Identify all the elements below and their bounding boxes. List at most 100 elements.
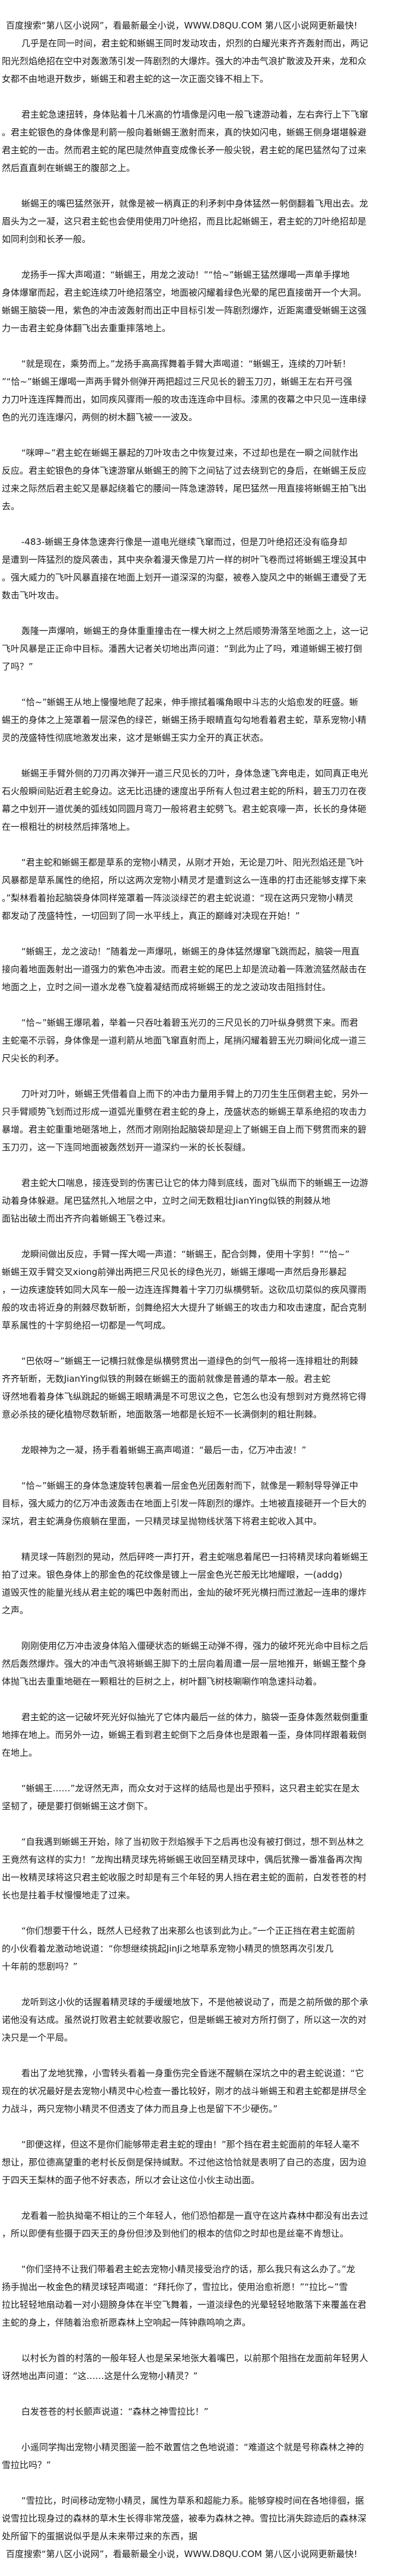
paragraph-line: 女都不由地退开数步，蜥蜴王和君主蛇的这一次正面交锋不相上下。 [2, 74, 269, 84]
paragraph-gap [0, 2047, 415, 2064]
paragraph-gap [0, 2189, 415, 2207]
paragraph-line: 草系属性的十字剪绝招一切都是一气呵成。 [2, 1320, 171, 1331]
paragraph-line: 小遥同学掏出宠物小精灵图鉴一脸不敢置信之色地说道：“难道这个就是号称森林之神的 [21, 2442, 364, 2453]
paragraph-gap [0, 996, 415, 1014]
paragraph-line: 君主蛇大口喘息，接连受到的伤害已让它的体力降到底线，面对飞纵而下的蜥蜴王一边游 [21, 1178, 369, 1188]
paragraph: “巴依呀~”蜥蜴王一记横扫就像是纵横劈贯出一道绿色的剑气一般将一连排粗壮的荆棘齐… [0, 1352, 415, 1423]
paragraph-gap [0, 604, 415, 622]
paragraph-line: 于四天王梨林的面子他不好表态，所以才会让这位小伙主动出面。 [2, 2175, 260, 2185]
paragraph-line: 过来之际然后君主蛇又是暴起绕着它的腰间一阵急速游转，尾巴猛然一甩直接将蜥蜴王拍飞… [2, 483, 367, 494]
paragraph-gap [0, 426, 415, 444]
paragraph-line: 诺他没有达成。虽然说打败君主蛇就要收服它，但是蜥蜴王被对方所打倒了，所以这一次的… [2, 2015, 367, 2025]
paragraph-line: 龙扬手一挥大声喝道：“蜥蜴王，用龙之波动！”“恰~”蜥蜴王猛然爆喝一声单手撑地 [21, 269, 350, 280]
paragraph-line: 看出了龙地犹豫，小雪转头看着一身重伤完全昏迷不醒躺在深坑之中的君主蛇说道：“它 [21, 2068, 364, 2079]
paragraph-line: 面钻出破土而出齐齐向着蜥蜴王飞卷过来。 [2, 1213, 171, 1224]
paragraph-line: 长也是拄着手杖慢慢地走了过来。 [2, 1890, 136, 1901]
paragraph-line: 反应。君主蛇银色的身体飞速游窜从蜥蜴王的胯下之间钻了过去绕到它的身后，在蜥蜴王反… [2, 465, 367, 476]
paragraph-gap [0, 1423, 415, 1441]
paragraph: “恰~”蜥蜴王从地上慢慢地爬了起来，伸手擦拭着嘴角眼中斗志的火焰愈发的旺盛。蜥蜴… [0, 693, 415, 747]
paragraph-line: 以村长为首的村落的一般年轻人也是呆呆地张大着嘴巴，以前那个阻挡在龙面前年轻男人 [21, 2353, 369, 2364]
paragraph-line: 深坑，君主蛇满身伤痕躺在里面，一只精灵球呈抛物线状落下将君主蛇收入其中。 [2, 1516, 323, 1527]
paragraph-line: “恰~”蜥蜴王从地上慢慢地爬了起来，伸手擦拭着嘴角眼中斗志的火焰愈发的旺盛。蜥 [21, 697, 359, 708]
paragraph-gap [0, 1619, 415, 1637]
paragraph-line: 在一根粗壮的树枝然后摔落地上。 [2, 821, 136, 832]
paragraph: “蜥蜴王……”龙讶然无声，而众女对于这样的结局也是出乎预料，这只君主蛇实在是太坚… [0, 1779, 415, 1815]
paragraph: “自我遇到蜥蜴王开始，除了当初败于烈焰猴手下之后再也没有被打倒过，想不到丛林之王… [0, 1833, 415, 1904]
paragraph-line: 蜥蜴王双手臂交叉xiong前弹出两把三尺见长的绿色光刃，蜥蜴王爆喝一声然后身形暴… [2, 1267, 347, 1277]
paragraph: 白发苍苍的村长颤声说道：“森林之神雪拉比！” [0, 2403, 415, 2420]
paragraph: “你们想要干什么，既然人已经救了出来那么也该到此为止。”一个正正挡在君主蛇面前的… [0, 1922, 415, 1975]
paragraph-line: 轰隆一声爆响，蜥蜴王的身体重重撞击在一棵大树之上然后顺势滑落至地面之上，这一记 [21, 626, 369, 636]
paragraph: 蜥蜴王手臂外侧的刀刃再次弹开一道三尺见长的刀叶，身体急速飞奔电走，如同真正电光石… [0, 764, 415, 836]
paragraph-gap [0, 1690, 415, 1708]
paragraph-gap [0, 177, 415, 195]
paragraph-line: “蜥蜴王……”龙讶然无声，而众女对于这样的结局也是出乎预料，这只君主蛇实在是太 [21, 1783, 360, 1794]
paragraph-gap [0, 1334, 415, 1352]
paragraph: “蜥蜴王，龙之波动！”随着龙一声爆吼，蜥蜴王的身体猛然爆窜飞跳而起，脑袋一甩直接… [0, 943, 415, 996]
paragraph-gap [0, 515, 415, 533]
paragraph-line: 力战斗，两只宠物小精灵不但透支了体力而且身上也是留下不少硬伤。” [2, 2104, 278, 2114]
paragraph-line: 只手臂顺势飞划而过形成一道弧光重劈在君主蛇的身上，茂盛状态的蜥蜴王草系绝招的攻击… [2, 1106, 367, 1117]
paragraph-line: 主蛇的身上，伴随着治愈祈愿森林上空响起一阵钟鼎鸣响之声。 [2, 2317, 251, 2328]
paragraph-gap [0, 337, 415, 355]
paragraph-line: 阳光烈焰绝招在空中对轰激荡引发一阵剧烈的大爆炸。强大的冲击气浪扩散波及开来，龙和… [2, 56, 367, 66]
paragraph-line: 是遭到一阵猛烈的旋风袭击，其中夹杂着漫天像是刀片一样的树叶飞卷而过将蜥蜴王埋没其… [2, 554, 367, 565]
paragraph-line: 讶然地看着身体飞纵跳起的蜥蜴王眼睛满是不可思议之色，它怎么也没有想到对方竟然将它… [2, 1391, 367, 1402]
paragraph-line: “恰~”蜥蜴王的身体急速旋转包裹着一层金色光团轰射而下，就像是一颗制导导弹正中 [21, 1480, 359, 1491]
paragraph-line: 蜥蜴王的嘴巴猛然张开，就像是被一柄真正的利矛刺中身体猛然一躬倒翻着飞甩出去。龙 [21, 198, 369, 209]
paragraph-line: “蜥蜴王，龙之波动！”随着龙一声爆吼，蜥蜴王的身体猛然爆窜飞跳而起，脑袋一甩直 [21, 946, 360, 957]
paragraph-line: 现在的状况最好是去宠物小精灵中心检查一番比较好，刚才的战斗蜥蜴王和君主蛇都是拼尽… [2, 2086, 367, 2096]
site-banner-bottom: 百度搜索“第八区小说网”，看最新最全小说，WWW.D8QU.COM 第八区小说网… [6, 2549, 357, 2559]
paragraph-line: ，一边疾速旋转如同大风车一般一边连连挥舞着十字刀刃纵横劈斩。这砍瓜切菜似的疾风骤… [2, 1284, 367, 1295]
paragraph-line: 扬手抛出一枚金色的精灵球轻声喝道：“拜托你了，雪拉比，使用治愈祈愿！”“拉比~”… [2, 2282, 348, 2292]
paragraph-line: 龙瞬间做出反应，手臂一挥大喝一声道：“蜥蜴王，配合剑舞，使用十字剪！”“恰~” [21, 1249, 350, 1260]
paragraph-line: 道毁灭性的能量光线从君主蛇的嘴巴中轰射而出，金灿的破坏死光横扫而过激起一连串的爆… [2, 1587, 367, 1598]
paragraph-line: 讶然地出声问道：“这……这是什么宠物小精灵？” [2, 2371, 198, 2381]
paragraph-line: 飞叶风暴是正正命中目标。潘茜大记者关切地出声问道：“到此为止了吗，难道蜥蜴王被打… [2, 643, 362, 654]
paragraph-gap [0, 2118, 415, 2136]
paragraph-line: 身体爆窜而起，君主蛇连续刀叶绝招落空，地面被闪耀着绿色光晕的尾巴直接凿开一个大洞… [2, 287, 367, 298]
paragraph: 龙听到这小伙的话握着精灵球的手缓缓地放下，不是他被说动了，而是之前所做的那个承诺… [0, 1993, 415, 2047]
paragraph-gap [0, 1156, 415, 1174]
paragraph-line: “自我遇到蜥蜴王开始，除了当初败于烈焰猴手下之后再也没有被打倒过，想不到丛林之 [21, 1836, 364, 1847]
paragraph: 几乎是在同一时间，君主蛇和蜥蜴王同时发动攻击，炽烈的白耀光束齐齐轰射而出，两记阳… [0, 34, 415, 88]
paragraph-line: 眉头为之一凝，这只君主蛇也会使用使用刀叶绝招，而且比起蜥蜴王，君主蛇的刀叶绝招却… [2, 216, 367, 227]
paragraph-gap [0, 925, 415, 943]
paragraph-line: 坚韧了，硬是要打倒蜥蜴王这才倒下。 [2, 1801, 154, 1812]
paragraph-line: 如同利剑和长矛一般。 [2, 234, 91, 245]
paragraph-line: 蜥蜴王手臂外侧的刀刃再次弹开一道三尺见长的刀叶，身体急速飞奔电走，如同真正电光 [21, 768, 369, 779]
paragraph-line: 数击飞叶攻击。 [2, 590, 65, 601]
paragraph-gap [0, 1815, 415, 1833]
paragraph-line: 蜥蜴王脑袋一甩，紫色的冲击波轰射而出正中目标引发一阵剧烈爆炸，近距离遭受蜥蜴王这… [2, 305, 367, 316]
paragraph-gap [0, 1975, 415, 1993]
paragraph-line: 去。 [2, 501, 20, 512]
paragraph-line: 接向着地面轰射出一道强力的紫色冲击波。而君主蛇的尾巴上却是流动着一阵激流猛然敲击… [2, 964, 367, 975]
paragraph: 刚刚使用亿万冲击波身体陷入僵硬状态的蜥蜴王动弹不得，强力的破坏死光命中目标之后然… [0, 1637, 415, 1690]
paragraph-line: 齐齐斩断，无数JianYing似铁的荆棘在蜥蜴王的面前就像是普通的草本一般。君主… [2, 1373, 331, 1384]
paragraph-line: 。”梨林看着抬起脑袋身体同样笼罩着一阵淡淡绿芒的君主蛇说道：“现在这两只宠物小精… [2, 893, 354, 903]
paragraph: 蜥蜴王的嘴巴猛然张开，就像是被一柄真正的利矛刺中身体猛然一躬倒翻着飞甩出去。龙眉… [0, 195, 415, 248]
paragraph-line: 刚刚使用亿万冲击波身体陷入僵硬状态的蜥蜴王动弹不得，强力的破坏死光命中目标之后 [21, 1641, 369, 1651]
paragraph: “你们坚持不让我们带着君主蛇去宠物小精灵接受治疗的话，那么我只有这么办了。”龙扬… [0, 2260, 415, 2331]
paragraph-gap [0, 2385, 415, 2403]
paragraph-gap [0, 1904, 415, 1922]
paragraph-line: 君主蛇的一击。然而君主蛇的尾巴陡然伸直变成像长矛一般尖锐，君主蛇的尾巴猛然勾了过… [2, 145, 367, 156]
paragraph-line: “恰~”蜥蜴王爆吼着，举着一只吞吐着碧玉光刃的三尺见长的刀叶纵身劈贯下来。而君 [21, 1017, 359, 1028]
paragraph: 龙瞬间做出反应，手臂一挥大喝一声道：“蜥蜴王，配合剑舞，使用十字剪！”“恰~” 蜥… [0, 1245, 415, 1334]
paragraph-line: 在地上。 [2, 1747, 38, 1758]
paragraph-line: 白发苍苍的村长颤声说道：“森林之神雪拉比！” [21, 2406, 209, 2417]
paragraph-line: 灵的茂盛特性彻底地激发出来，这才是蜥蜴王实力全开的真正状态。 [2, 732, 269, 743]
paragraph-line: 力刀叶连连挥舞而出，如同疾风骤雨一般的攻击连连命中目标。漆黑的夜幕之中只见一连串… [2, 394, 367, 405]
paragraph-line: 主蛇毫不示弱，身体像是一道利箭从地面飞窜直射而上，尾捎闪耀着碧玉光刃瞬间化成一道… [2, 1035, 367, 1046]
paragraph-gap [0, 2331, 415, 2349]
paragraph-gap [0, 1530, 415, 1548]
paragraph: -483-蜥蜴王身体急速奔行像是一道电光继续飞窜而过，但是刀叶绝招还没有临身却是… [0, 533, 415, 604]
paragraph-line: ”“恰~”蜥蜴王爆喝一声两手臂外侧弹开两把超过三尺见长的碧玉刀刃，蜥蜴王左右开弓… [2, 376, 352, 387]
paragraph: 龙看着一脸执拗毫不相让的三个年轻人，他们恐怕都是一直守在这片森林中都没有出去过，… [0, 2207, 415, 2242]
paragraph-line: 龙看着一脸执拗毫不相让的三个年轻人，他们恐怕都是一直守在这片森林中都没有出去过 [21, 2210, 369, 2221]
paragraph: 君主蛇大口喘息，接连受到的伤害已让它的体力降到底线，面对飞纵而下的蜥蜴王一边游动… [0, 1174, 415, 1227]
paragraph-line: “你们想要干什么，既然人已经救了出来那么也该到此为止。”一个正正挡在君主蛇面前 [21, 1925, 356, 1936]
paragraph: “咪呷~”君主蛇在蜥蜴王暴起的刀叶攻击之中恢复过来，不过却也是在一瞬之间就作出反… [0, 444, 415, 515]
paragraph-line: 说雪拉比现身过的森林的草木生长得非常茂盛，被奉为森林之神。雪拉比消失踪迹后的森林… [2, 2513, 367, 2524]
paragraph-line: 想让，那位德高望重的老村长反倒是保持缄默。不过他这恰恰就是表明了自己的态度，因为… [2, 2157, 367, 2168]
